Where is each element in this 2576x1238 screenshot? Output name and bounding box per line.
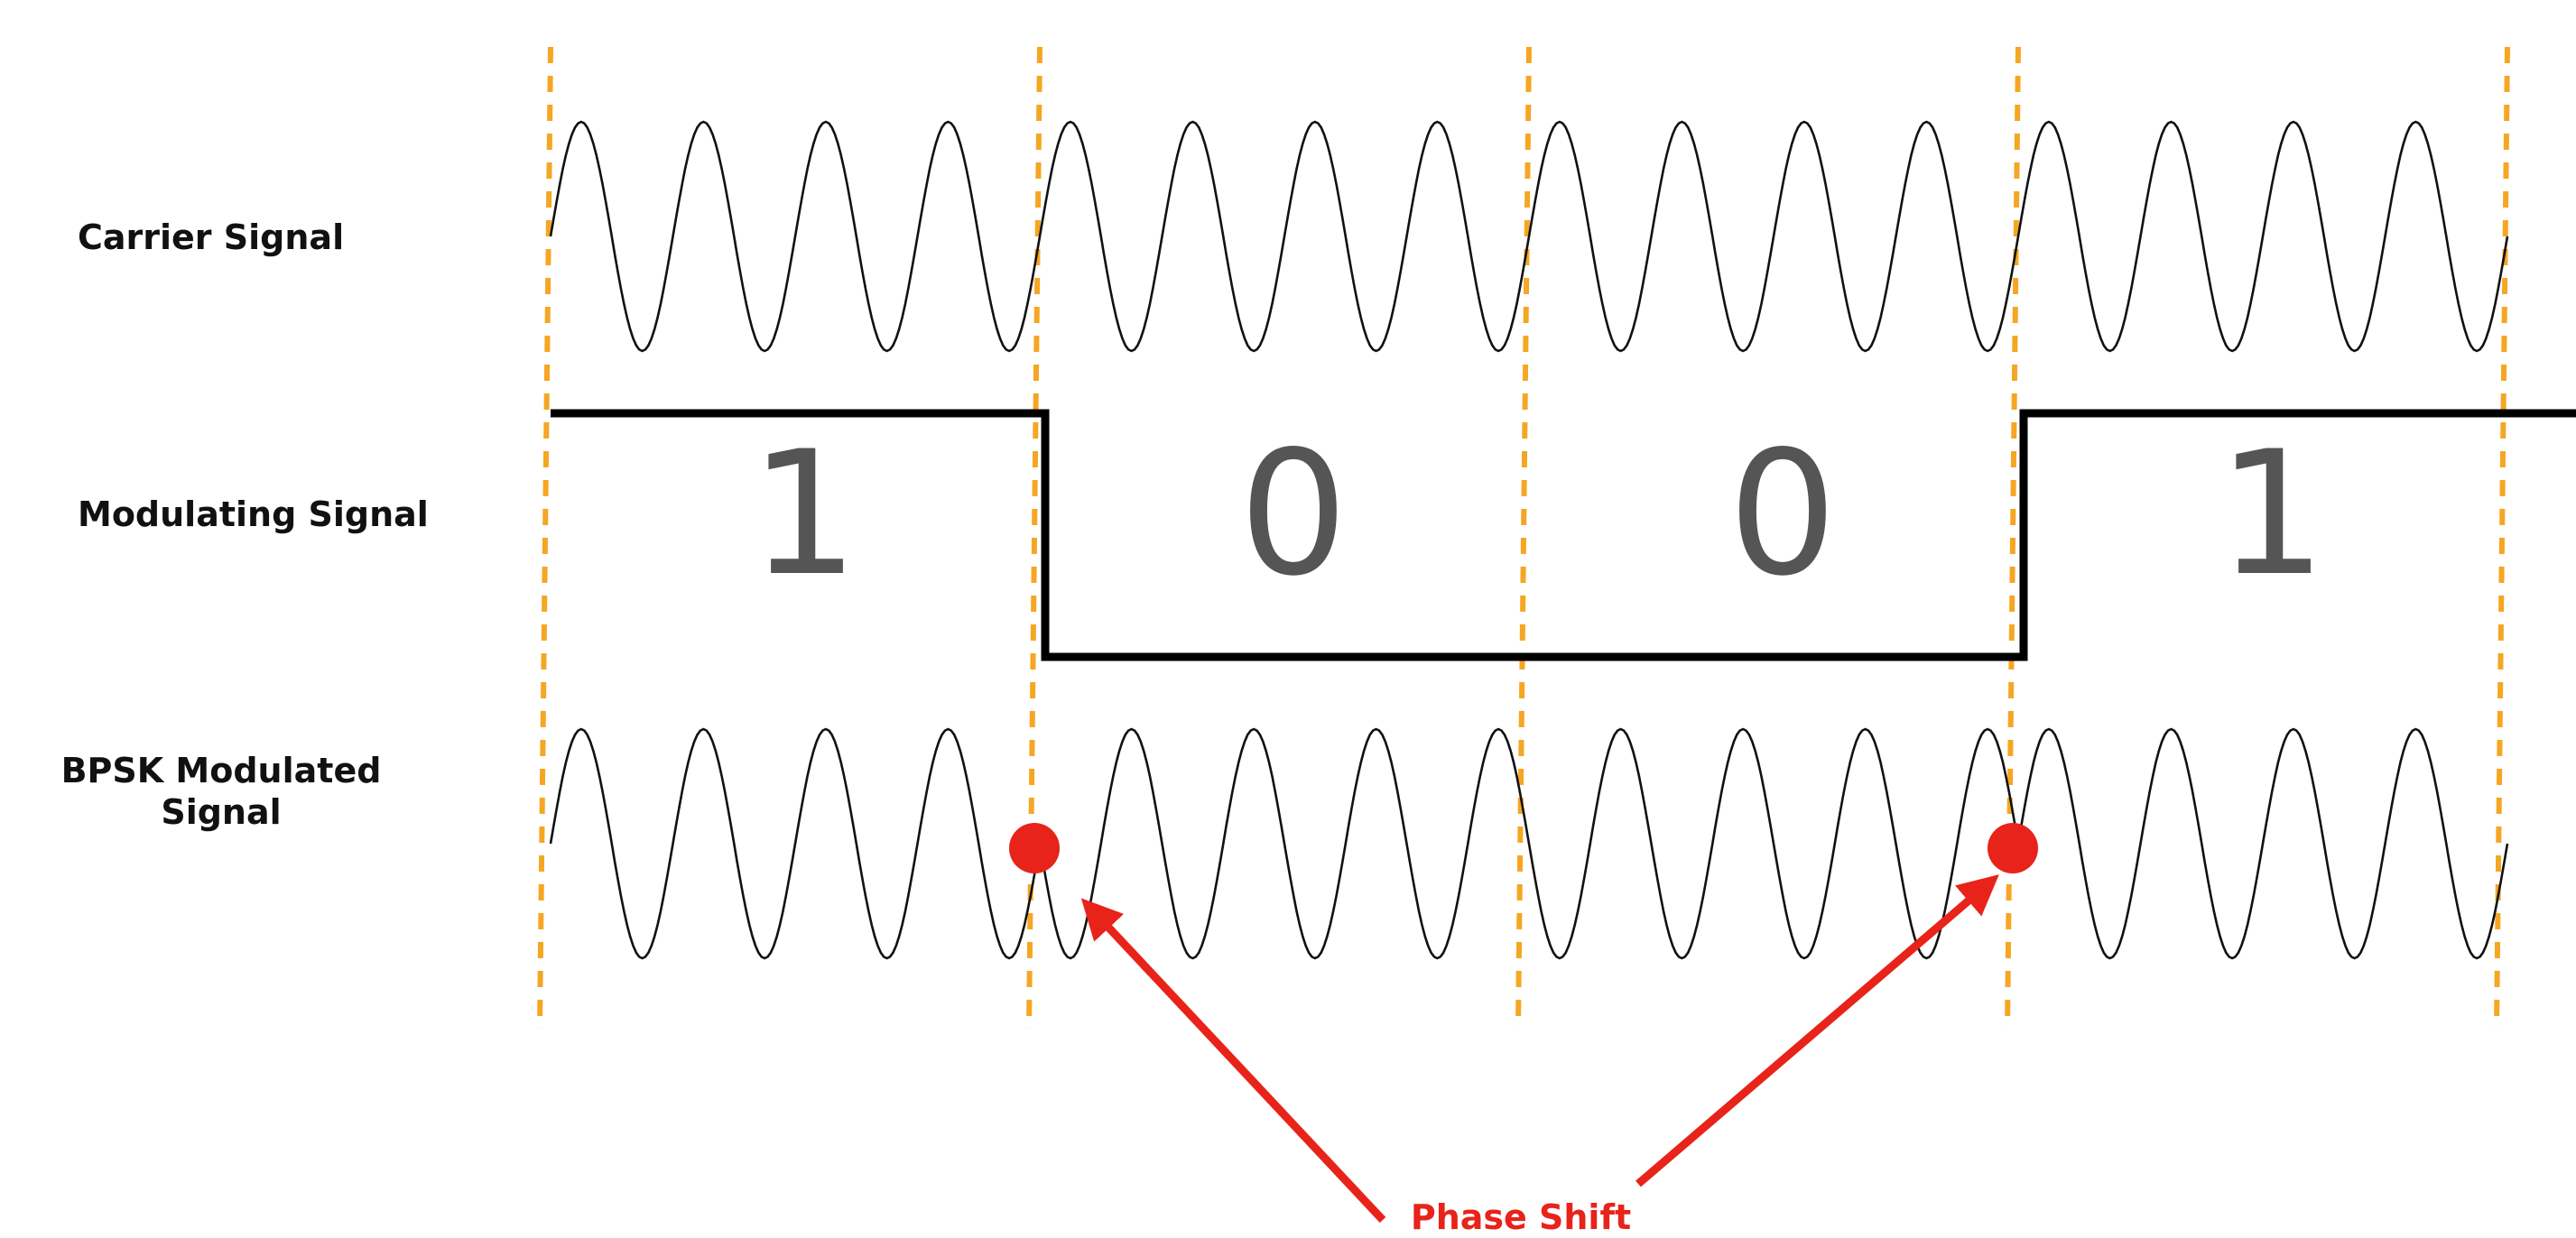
- phase-shift-dot: [1988, 823, 2038, 873]
- carrier-signal: [549, 120, 2509, 353]
- phase-shift-arrow: [1080, 898, 1386, 1224]
- bit-period-divider: [2494, 46, 2510, 1030]
- modulating-signal: [551, 409, 2576, 661]
- bpsk-wave: [549, 727, 2509, 960]
- phase-shift-dot: [1009, 823, 1060, 873]
- phase-shift-arrow: [1635, 874, 1999, 1187]
- bit-period-divider: [537, 46, 553, 1030]
- bit-value-label: 0: [1239, 414, 1348, 614]
- bit-value-label: 1: [2218, 414, 2327, 614]
- modulating-signal-label: Modulating Signal: [78, 494, 429, 534]
- carrier-wave: [549, 120, 2509, 353]
- bpsk-signal-label-line1: BPSK Modulated: [61, 751, 382, 790]
- bit-period-divider: [1515, 46, 1532, 1030]
- bit-value-label: 0: [1728, 414, 1838, 614]
- bit-labels: 1 0 0 1: [750, 414, 2327, 614]
- phase-shift-callout: [1009, 823, 2038, 1224]
- bpsk-modulated-signal: [549, 727, 2509, 960]
- modulating-square-wave: [551, 409, 2576, 661]
- bpsk-signal-label-line2: Signal: [161, 792, 281, 832]
- phase-shift-label: Phase Shift: [1411, 1197, 1631, 1237]
- bit-value-label: 1: [750, 414, 859, 614]
- carrier-signal-label: Carrier Signal: [78, 217, 344, 257]
- bit-period-divider: [2005, 46, 2021, 1030]
